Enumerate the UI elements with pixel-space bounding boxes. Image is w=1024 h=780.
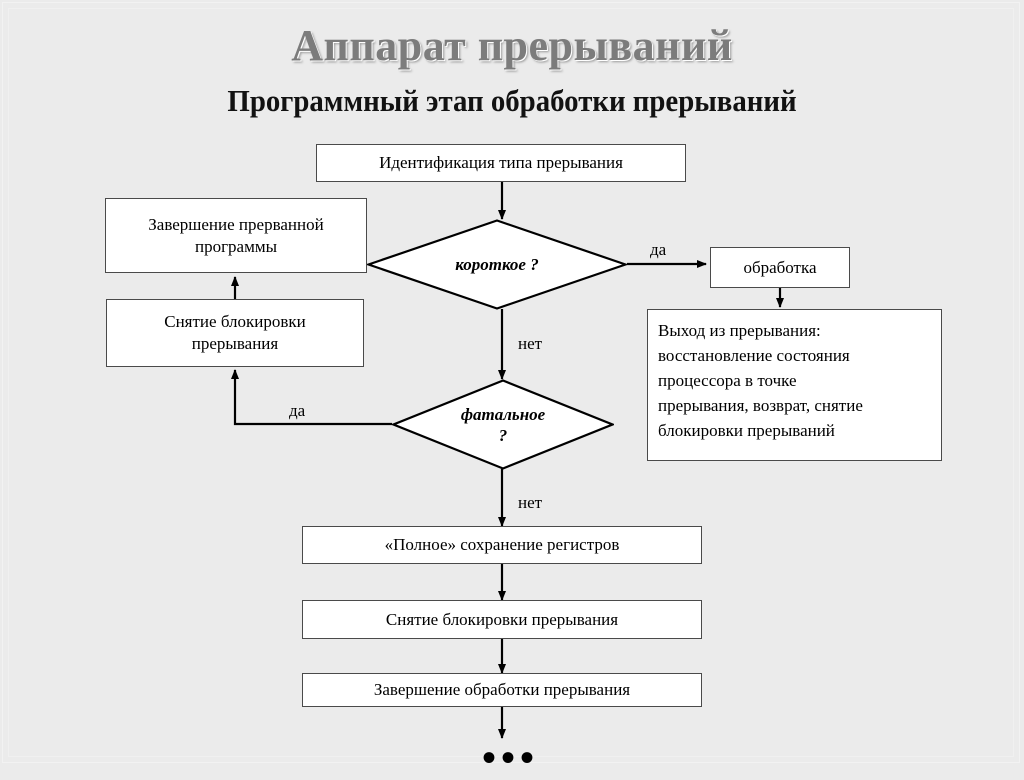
node-finish-interrupted-program[interactable]: Завершение прерванной программы [105, 198, 367, 273]
node-interrupt-exit-line-3: процессора в точке [658, 371, 797, 390]
node-interrupt-exit[interactable]: Выход из прерывания: восстановление сост… [647, 309, 942, 461]
node-unlock-interrupt-left-label: Снятие блокировки прерывания [164, 312, 306, 353]
slide-title: Аппарат прерываний [291, 21, 733, 70]
node-full-register-save[interactable]: «Полное» сохранение регистров [302, 526, 702, 564]
node-identify-interrupt-type[interactable]: Идентификация типа прерывания [316, 144, 686, 182]
node-unlock-interrupt-bottom[interactable]: Снятие блокировки прерывания [302, 600, 702, 639]
node-interrupt-exit-line-2: восстановление состояния [658, 346, 850, 365]
node-interrupt-exit-text: Выход из прерывания: восстановление сост… [658, 318, 931, 443]
decision-short-label: короткое ? [455, 255, 539, 274]
node-processing[interactable]: обработка [710, 247, 850, 288]
decision-short[interactable]: короткое ? [367, 219, 627, 310]
node-interrupt-exit-line-5: блокировки прерываний [658, 421, 835, 440]
node-finish-interrupt-handling-label: Завершение обработки прерывания [373, 680, 631, 699]
node-unlock-interrupt-left[interactable]: Снятие блокировки прерывания [106, 299, 364, 367]
node-processing-label: обработка [743, 257, 817, 277]
edge-label-short-no: нет [518, 334, 543, 353]
node-interrupt-exit-line-1: Выход из прерывания: [658, 321, 821, 340]
node-full-register-save-label: «Полное» сохранение регистров [384, 535, 620, 554]
flow-continuation-ellipsis: ••• [482, 735, 540, 780]
node-unlock-interrupt-bottom-label: Снятие блокировки прерывания [385, 609, 619, 629]
edge-label-fatal-no: нет [518, 493, 543, 512]
decision-fatal[interactable]: фатальное ? [392, 379, 614, 470]
node-finish-interrupted-program-label: Завершение прерванной программы [148, 214, 324, 256]
slide-subtitle: Программный этап обработки прерываний [227, 83, 797, 118]
node-finish-interrupt-handling[interactable]: Завершение обработки прерывания [302, 673, 702, 707]
decision-fatal-label: фатальное ? [460, 404, 546, 445]
edge-label-short-yes: да [650, 240, 667, 259]
edge-label-fatal-yes: да [289, 401, 306, 420]
node-identify-interrupt-type-label: Идентификация типа прерывания [379, 153, 623, 172]
node-interrupt-exit-line-4: прерывания, возврат, снятие [658, 396, 863, 415]
